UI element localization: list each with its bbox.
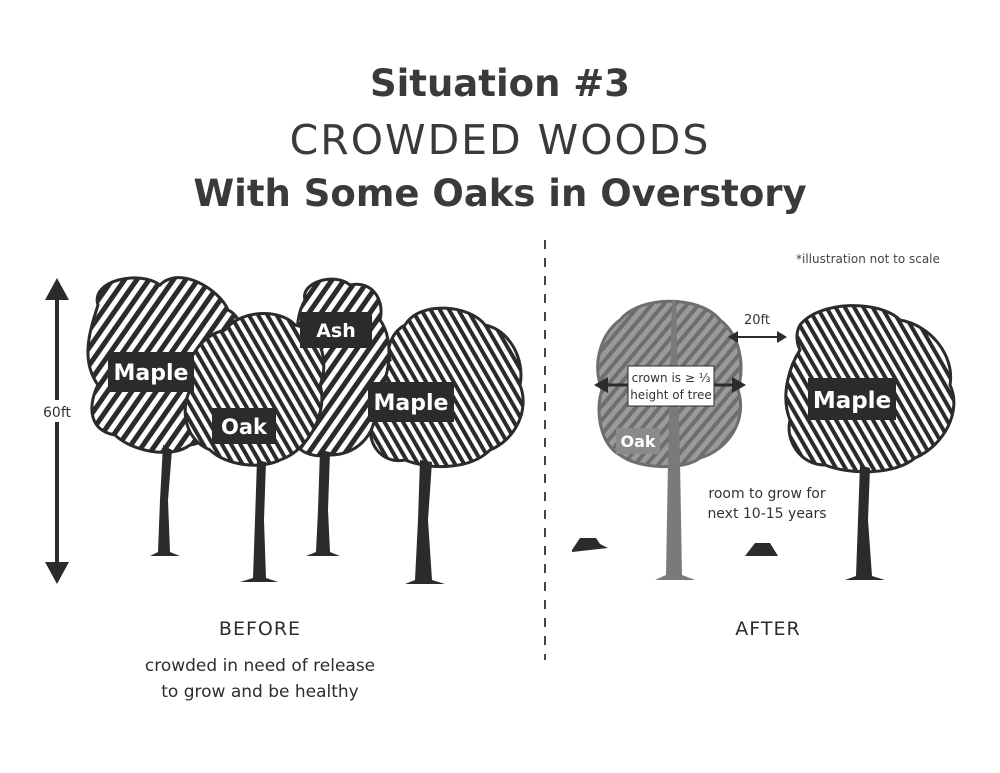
title-line-1: Situation #3	[369, 62, 631, 105]
tag-ash	[300, 312, 372, 348]
tag-oak	[212, 408, 276, 444]
tag-after-maple-text: Maple	[813, 388, 891, 414]
after-label: AFTER	[735, 618, 801, 640]
spacing-arrow	[728, 331, 787, 343]
tag-after-oak-text: Oak	[620, 432, 655, 451]
crown-note-line-2: height of tree	[630, 388, 712, 402]
crown-note-line-1: crown is ≥ ⅓	[632, 371, 711, 385]
tag-after-oak	[616, 428, 660, 454]
stump-right	[745, 543, 778, 556]
title-line-2: CROWDED WOODS	[289, 116, 711, 164]
before-caption-line-1: crowded in need of release	[144, 656, 376, 676]
tag-ash-text: Ash	[316, 320, 356, 342]
scale-note: *illustration not to scale	[796, 252, 940, 266]
stump-left	[572, 538, 608, 552]
room-note-line-1: room to grow for	[708, 486, 825, 502]
tag-maple-right	[368, 382, 454, 422]
tag-after-maple	[808, 378, 896, 420]
height-arrow	[36, 278, 78, 584]
spacing-label: 20ft	[744, 313, 770, 328]
tag-oak-text: Oak	[221, 415, 268, 439]
room-note-line-2: next 10-15 years	[707, 506, 826, 522]
before-maple-right-tree	[366, 306, 525, 584]
after-maple-tree	[784, 304, 956, 580]
after-oak-tree	[594, 299, 746, 580]
tag-maple-right-text: Maple	[374, 391, 449, 416]
tag-maple-left-text: Maple	[114, 361, 189, 386]
before-caption-line-2: to grow and be healthy	[161, 682, 359, 702]
before-caption: crowded in need of release to grow and b…	[110, 653, 410, 705]
tag-maple-left	[108, 352, 194, 392]
before-label: BEFORE	[218, 618, 302, 640]
height-label: 60ft	[43, 405, 71, 421]
title-line-3: With Some Oaks in Overstory	[193, 172, 807, 215]
